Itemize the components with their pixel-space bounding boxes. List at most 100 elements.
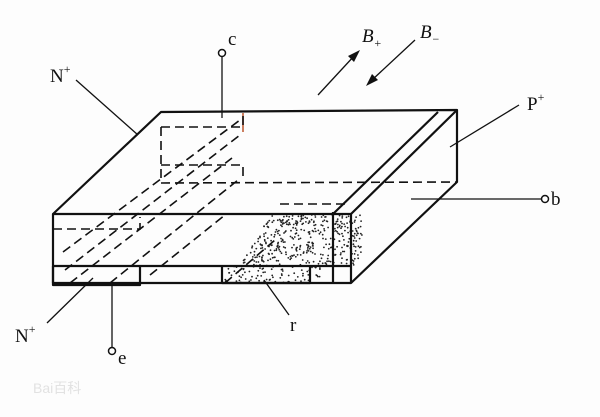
stipple-dot xyxy=(294,255,297,258)
stipple-dot xyxy=(352,239,355,242)
stipple-dot xyxy=(261,258,263,261)
top-front-right-edge xyxy=(350,109,458,215)
stipple-dot xyxy=(319,268,321,270)
stipple-dot xyxy=(248,270,251,273)
stipple-dot xyxy=(303,278,306,281)
stipple-dot xyxy=(341,246,343,249)
stipple-dot xyxy=(278,234,281,237)
stipple-dot xyxy=(287,223,290,226)
stipple-dot xyxy=(336,245,338,248)
stipple-dot xyxy=(348,237,351,240)
stipple-dot xyxy=(311,251,314,254)
stipple-dot xyxy=(353,221,356,223)
stipple-dot xyxy=(306,248,309,250)
stipple-dot xyxy=(353,235,355,238)
stipple-dot xyxy=(308,220,311,223)
stipple-dot xyxy=(269,249,272,252)
stipple-dot xyxy=(327,226,329,229)
stipple-dot xyxy=(328,260,330,263)
stipple-dot xyxy=(336,218,339,221)
stipple-dot xyxy=(280,219,282,222)
stipple-dot xyxy=(343,243,346,246)
stipple-dot xyxy=(307,274,310,276)
stipple-dot xyxy=(289,223,291,226)
stipple-dot xyxy=(244,278,247,280)
stipple-dot xyxy=(334,227,336,230)
stipple-dot xyxy=(283,215,285,218)
stipple-dot xyxy=(322,220,324,223)
stipple-dot xyxy=(306,270,309,273)
stipple-dot xyxy=(329,260,332,263)
stipple-dot xyxy=(309,236,312,239)
stipple-dot xyxy=(262,260,265,263)
stipple-dot xyxy=(323,229,326,232)
stipple-dot xyxy=(294,222,297,225)
stipple-dot xyxy=(299,254,302,256)
stipple-dot xyxy=(297,238,300,241)
stipple-dot xyxy=(353,257,356,260)
stipple-dot xyxy=(298,248,301,251)
stipple-dot xyxy=(307,222,310,225)
stipple-dot xyxy=(346,245,349,248)
stipple-dot xyxy=(358,237,361,240)
stipple-dot xyxy=(278,229,280,232)
stipple-dot xyxy=(341,257,343,260)
stipple-dot xyxy=(306,260,309,262)
stipple-dot xyxy=(277,232,279,235)
stipple-dot xyxy=(257,240,259,243)
stipple-dot xyxy=(280,224,282,227)
stipple-dot xyxy=(278,248,281,251)
stipple-dot xyxy=(318,232,321,235)
stipple-dot xyxy=(344,225,346,228)
stipple-dot xyxy=(287,257,290,259)
stipple-dot xyxy=(314,216,317,218)
stipple-dot xyxy=(300,280,302,282)
collector-label: c xyxy=(228,29,236,50)
stipple-dot xyxy=(271,215,274,217)
stipple-dot xyxy=(338,240,341,242)
stipple-dot xyxy=(354,219,356,222)
stipple-dot xyxy=(284,241,286,243)
stipple-dot xyxy=(285,215,288,218)
stipple-dot xyxy=(271,244,273,247)
stipple-dot xyxy=(319,253,322,256)
stipple-dot xyxy=(283,232,285,234)
stipple-dot xyxy=(273,233,276,236)
stipple-dot xyxy=(311,241,314,244)
stipple-dot xyxy=(256,256,258,258)
stipple-dot xyxy=(355,216,357,219)
stipple-dot xyxy=(293,272,296,275)
stipple-dot xyxy=(271,274,274,277)
stipple-dot xyxy=(346,258,348,261)
stipple-dot xyxy=(251,275,253,278)
stipple-dot xyxy=(336,230,338,233)
stipple-dot xyxy=(285,253,287,256)
stipple-dot xyxy=(270,268,273,271)
stipple-dot xyxy=(341,222,343,225)
stipple-dot xyxy=(327,254,330,257)
stipple-dot xyxy=(304,216,307,219)
b-plus-arrow-icon xyxy=(317,50,360,96)
stipple-dot xyxy=(312,260,315,263)
stipple-dot xyxy=(280,221,283,224)
stipple-dot xyxy=(300,269,303,271)
stipple-dot xyxy=(271,256,274,259)
stipple-dot xyxy=(308,231,311,233)
stipple-dot xyxy=(312,247,314,250)
stipple-dot xyxy=(299,246,302,248)
stipple-dot xyxy=(314,230,317,233)
stipple-dot xyxy=(275,248,278,250)
stipple-dot xyxy=(230,274,233,277)
stipple-dot xyxy=(264,248,266,250)
stipple-dot xyxy=(288,222,291,224)
base-label: b xyxy=(551,189,561,210)
stipple-dot xyxy=(299,237,302,240)
stipple-dot xyxy=(267,221,269,224)
stipple-dot xyxy=(272,219,275,222)
stipple-dot xyxy=(275,228,278,231)
stipple-dot xyxy=(314,253,316,255)
stipple-dot xyxy=(340,262,343,264)
stipple-dot xyxy=(324,216,327,218)
stipple-dot xyxy=(297,215,300,218)
stipple-dot xyxy=(311,229,314,232)
